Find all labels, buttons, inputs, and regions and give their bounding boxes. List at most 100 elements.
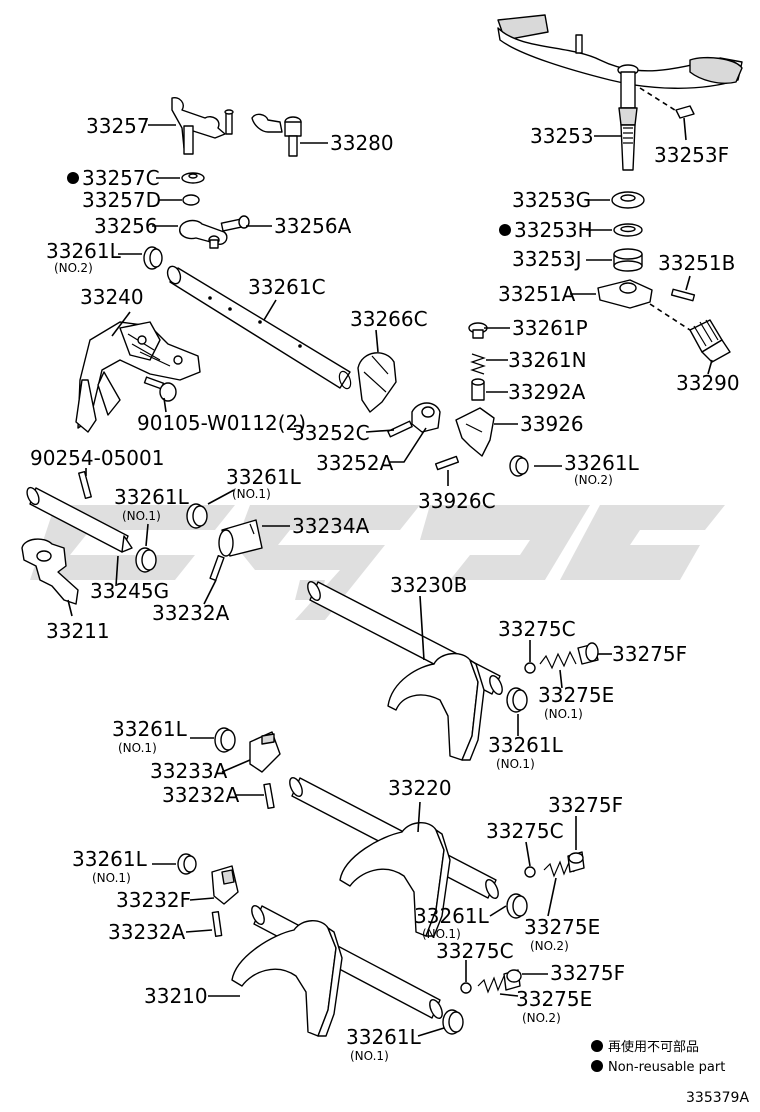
label-sub-no1: (NO.1) [92, 871, 131, 885]
label-33261L: 33261L [564, 451, 640, 475]
part-33275E-spring-a [539, 650, 577, 670]
part-33232A-upper [209, 554, 225, 582]
legend-dot [591, 1060, 603, 1072]
label-33275C: 33275C [436, 939, 514, 963]
part-33261L-no1-left2 [135, 547, 157, 573]
part-33211 [21, 538, 79, 605]
part-33253H [613, 223, 643, 237]
label-33275C: 33275C [486, 819, 564, 843]
part-33261L-no1-left [186, 503, 208, 529]
shift-lever-assembly [497, 14, 743, 171]
label-33233A: 33233A [150, 759, 228, 783]
label-33230B: 33230B [390, 573, 467, 597]
label-33232F: 33232F [116, 888, 191, 912]
part-33275F-plug-c [503, 969, 522, 991]
label-33261L: 33261L [112, 717, 188, 741]
part-33261L-no2-top [143, 246, 163, 270]
part-33233A [249, 731, 281, 773]
part-33275C-ball-c [460, 982, 472, 994]
label-33275E: 33275E [524, 915, 600, 939]
part-33275C-ball-b [524, 866, 536, 878]
legend-dot [591, 1040, 603, 1052]
part-33261L-no1-b [214, 727, 236, 753]
part-33290 [689, 319, 731, 363]
label-sub-no1: (NO.1) [122, 509, 161, 523]
label-33261C: 33261C [248, 275, 326, 299]
label-33252A: 33252A [316, 451, 394, 475]
part-33230B [307, 580, 503, 761]
label-33261N: 33261N [508, 348, 587, 372]
part-33261N-spring [470, 353, 486, 375]
part-33261L-no1-e [442, 1009, 464, 1035]
legend-en: Non-reusable part [608, 1060, 725, 1075]
part-33251A [597, 279, 653, 309]
label-33275F: 33275F [548, 793, 623, 817]
part-33220 [289, 776, 499, 937]
part-33261C-shaft [166, 265, 352, 390]
label-33253F: 33253F [654, 143, 729, 167]
label-33256A: 33256A [274, 214, 352, 238]
label-33257D: 33257D [82, 188, 161, 212]
label-33261P: 33261P [512, 316, 588, 340]
part-33292A [471, 378, 485, 401]
label-33220: 33220 [388, 776, 452, 800]
label-33275E: 33275E [516, 987, 592, 1011]
part-33232F [211, 865, 239, 905]
label-33256: 33256 [94, 214, 158, 238]
label-33290: 33290 [676, 371, 740, 395]
part-33261L-no1-d [177, 853, 197, 875]
label-33261L: 33261L [72, 847, 148, 871]
part-33240 [75, 321, 201, 433]
part-90254-05001 [78, 470, 92, 500]
label-90254-05001: 90254-05001 [30, 446, 164, 470]
label-33926C: 33926C [418, 489, 496, 513]
part-33252C [387, 420, 413, 438]
non-reusable-dot [499, 224, 511, 236]
label-33261L: 33261L [414, 904, 490, 928]
part-33275C-ball-a [524, 662, 536, 674]
part-33253G [611, 191, 645, 209]
part-33251B [670, 288, 696, 302]
label-sub-no1: (NO.1) [350, 1049, 389, 1063]
label-33253J: 33253J [512, 247, 582, 271]
legend-jp: 再使用不可部品 [608, 1039, 699, 1055]
label-33252C: 33252C [292, 421, 370, 445]
part-33275F-plug-a [577, 642, 599, 665]
label-33261L: 33261L [114, 485, 190, 509]
label-33280: 33280 [330, 131, 394, 155]
label-90105: 90105-W0112(2) [137, 411, 306, 435]
part-33275E-spring-c [477, 974, 509, 994]
label-33261L: 33261L [46, 239, 122, 263]
label-33253: 33253 [530, 124, 594, 148]
part-33253J [613, 248, 643, 272]
label-sub-no2: (NO.2) [574, 473, 613, 487]
part-33261P [468, 322, 488, 339]
part-33210 [231, 904, 443, 1037]
label-33234A: 33234A [292, 514, 370, 538]
label-33211: 33211 [46, 619, 110, 643]
part-33245G-shaft [26, 486, 133, 553]
label-33232A: 33232A [162, 783, 240, 807]
label-sub-no2: (NO.2) [54, 261, 93, 275]
watermark-logo [30, 505, 725, 620]
part-33257 [171, 96, 234, 155]
label-33292A: 33292A [508, 380, 586, 404]
part-33256 [179, 219, 228, 249]
label-sub-no1: (NO.1) [422, 927, 461, 941]
part-33257D [182, 194, 200, 206]
part-33926C [434, 455, 460, 471]
label-sub-no1: (NO.1) [118, 741, 157, 755]
label-33245G: 33245G [90, 579, 169, 603]
part-33261L-no1-mid [506, 687, 528, 713]
non-reusable-dot [67, 172, 79, 184]
label-33240: 33240 [80, 285, 144, 309]
label-33275C: 33275C [498, 617, 576, 641]
part-33234A [218, 519, 263, 557]
label-33251B: 33251B [658, 251, 735, 275]
part-33256A [220, 215, 250, 232]
label-33275E: 33275E [538, 683, 614, 707]
leader-lines [67, 117, 713, 1037]
label-33251A: 33251A [498, 282, 576, 306]
label-33266C: 33266C [350, 307, 428, 331]
